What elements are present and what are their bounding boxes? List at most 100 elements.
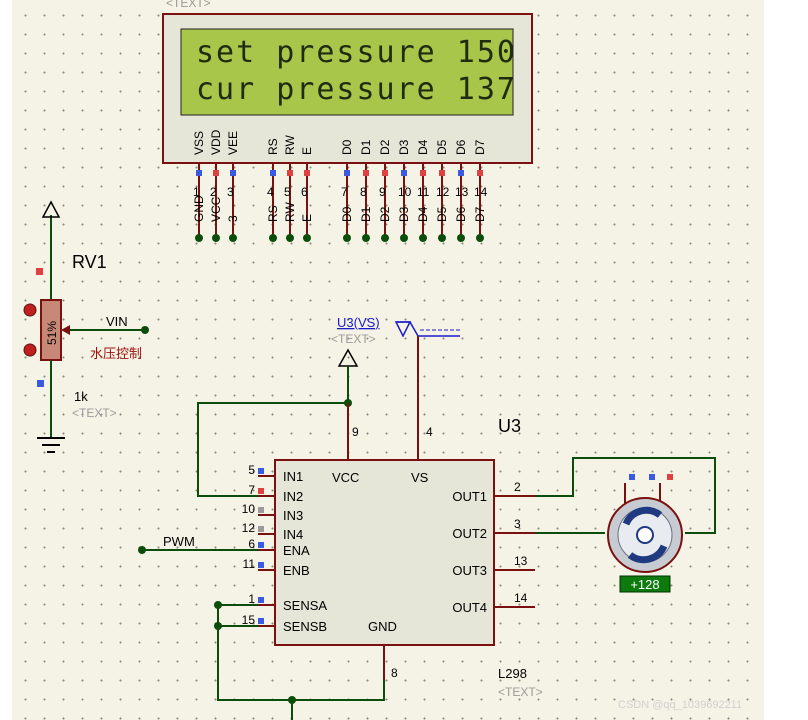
u3-ref: U3 [498,416,521,436]
lcd-pin-number: 9 [379,185,386,199]
u3-vs-text-placeholder: <TEXT> [331,332,376,346]
wire-junction [381,234,389,242]
pin-state-marker [344,170,350,176]
lcd-net-label: D4 [416,206,430,222]
u3-pin-name: OUT3 [452,563,487,578]
u3-pin-number: 2 [514,480,521,494]
lcd-net-label: E [300,214,314,222]
lcd-text-placeholder: <TEXT> [166,0,211,10]
lcd-pin-number: 7 [341,185,348,199]
lcd-net-label: D6 [454,206,468,222]
wire-junction [303,234,311,242]
lcd-line-1: set pressure 150 [196,35,517,70]
u3-vs-label: U3(VS) [337,315,380,330]
u3-pin-name: SENSB [283,619,327,634]
wire-junction [212,234,220,242]
rv1-inc-button[interactable] [23,343,37,357]
pin-state-marker [37,380,44,387]
lcd-pin-number: 2 [210,185,217,199]
u3-vs-pin-label: VS [411,470,429,485]
lcd-net-label: D7 [473,206,487,222]
rv1-potentiometer[interactable]: 51% [23,200,149,453]
rv1-percent: 51% [45,321,59,345]
pin-state-marker [258,468,264,474]
u3-part-name: L298 [498,666,527,681]
u3-pin-name: IN4 [283,527,303,542]
wire-junction [195,234,203,242]
lcd-net-label: D5 [435,206,449,222]
pin-state-marker [230,170,236,176]
u3-text-placeholder: <TEXT> [498,685,543,699]
lcd-pin-name: VDD [209,129,223,155]
lcd-pin-name: D6 [454,139,468,155]
lcd-net-label: RW [283,202,297,222]
dc-motor[interactable]: +128 [607,474,683,593]
rv1-value: 1k [74,389,88,404]
u3-pin-number: 15 [242,613,256,627]
u3-pin-number: 7 [248,483,255,497]
lcd-pin-name: D5 [435,139,449,155]
u3-pin-name: ENA [283,543,310,558]
rotor-arrow-icon [622,506,663,526]
lcd-pin-number: 12 [436,185,450,199]
u3-pin-name: ENB [283,563,310,578]
wire-junction [419,234,427,242]
u3-pin-number: 6 [248,537,255,551]
lcd-pin-number: 10 [398,185,412,199]
net-label-vin: VIN [106,314,128,329]
wire-junction [438,234,446,242]
lcd-pin-number: 13 [455,185,469,199]
u3-pin-number: 3 [514,517,521,531]
pin-state-marker [213,170,219,176]
pin-state-marker [401,170,407,176]
u3-pin-name: OUT4 [452,600,487,615]
lcd-line-2: cur pressure 137 [196,72,517,107]
pin-state-marker [258,507,264,513]
lcd-pin-name: D2 [378,139,392,155]
u3-pin-name: OUT2 [452,526,487,541]
lcd-net-label: 3 [226,215,240,222]
lcd-pin-number: 1 [193,185,200,199]
lcd-pin-name: D4 [416,139,430,155]
u3-pin-number: 14 [514,591,528,605]
lcd-pin-name: E [300,147,314,155]
rv1-dec-button[interactable] [23,303,37,317]
lcd-pin-name: D1 [359,139,373,155]
lcd-screen [180,28,514,116]
lcd-pin-number: 14 [474,185,488,199]
pin-state-marker [258,618,264,624]
vs-probe-icon [394,321,460,338]
pin-state-marker [258,562,264,568]
pin-state-marker [258,597,264,603]
lcd-net-label: D2 [378,206,392,222]
lcd-pin-name: RW [283,135,297,155]
u3-body[interactable] [274,459,495,646]
u3-vs-pin-number: 4 [426,425,433,439]
wire-junction [457,234,465,242]
u3-gnd-pin-number: 8 [391,666,398,680]
u3-pin-name: IN3 [283,508,303,523]
lcd-pin-number: 4 [267,185,274,199]
pin-state-marker [439,170,445,176]
watermark: CSDN @qq_1039692211 [618,699,742,711]
lcd-pin-number: 3 [227,185,234,199]
wiper-arrow-icon [61,325,70,335]
pin-state-marker [196,170,202,176]
pin-state-marker [258,488,264,494]
power-terminal-icon [41,200,61,218]
u3-pin-name: SENSA [283,598,327,613]
wire-junction [476,234,484,242]
ground-icon [37,437,65,453]
pin-state-marker [363,170,369,176]
wire-junction [229,234,237,242]
motor-readout-value: +128 [630,577,659,592]
lcd-pin-name: D3 [397,139,411,155]
rv1-text-placeholder: <TEXT> [72,406,117,420]
lcd-net-label: D1 [359,206,373,222]
